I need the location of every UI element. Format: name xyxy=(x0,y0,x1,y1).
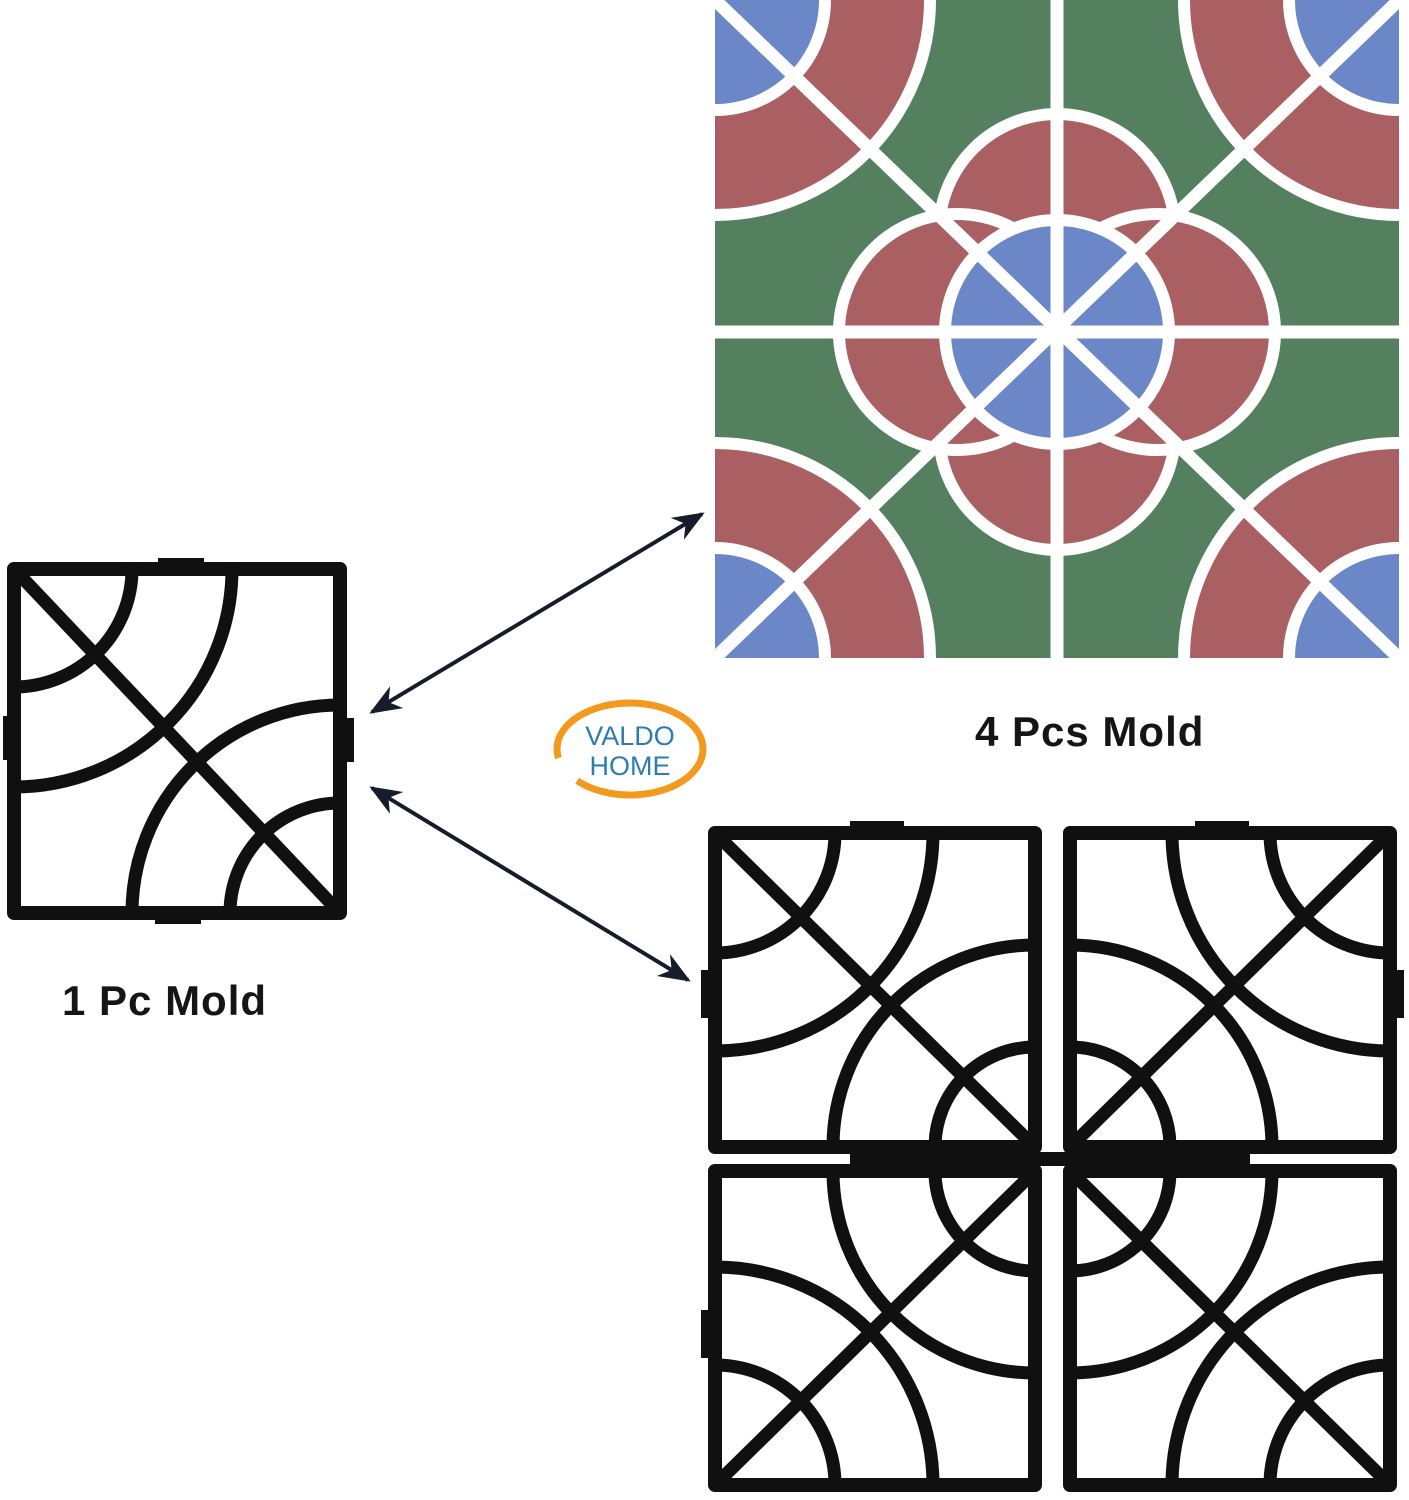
four-mold-piece-bottom-right xyxy=(1070,1171,1390,1485)
single-mold-tab-right xyxy=(340,718,354,762)
logo-swoosh-icon xyxy=(553,699,707,799)
single-mold-arc-tl-inner xyxy=(7,562,139,694)
arrow-to-colored-tile xyxy=(369,512,705,714)
single-mold-diagonal xyxy=(7,562,347,920)
single-mold-illustration xyxy=(3,558,354,924)
four-mold-piece-bottom-left xyxy=(715,1171,1035,1485)
four-mold-piece-top-right xyxy=(1070,833,1390,1147)
four-mold-illustration xyxy=(701,821,1404,1500)
four-mold-piece-top-left xyxy=(715,833,1035,1147)
single-mold-caption: 1 Pc Mold xyxy=(62,977,268,1024)
logo-line-1: VALDO xyxy=(585,721,675,751)
tile-grout-lines xyxy=(715,0,1399,658)
single-mold-arc-tl-outer xyxy=(7,562,239,794)
four-mold-tab-middle xyxy=(850,1152,1250,1166)
four-mold-caption: 4 Pcs Mold xyxy=(975,708,1205,755)
single-mold-tab-left xyxy=(3,716,15,760)
arrow-to-four-mold xyxy=(369,786,691,982)
single-mold-arc-br-outer xyxy=(125,698,347,920)
brand-logo: VALDO HOME xyxy=(553,699,707,799)
logo-line-2: HOME xyxy=(590,751,671,781)
single-mold-tab-top xyxy=(158,558,204,574)
single-mold-arc-br-inner xyxy=(223,796,347,920)
single-mold-tab-bottom xyxy=(155,908,201,924)
colored-tile-illustration xyxy=(715,0,1399,658)
